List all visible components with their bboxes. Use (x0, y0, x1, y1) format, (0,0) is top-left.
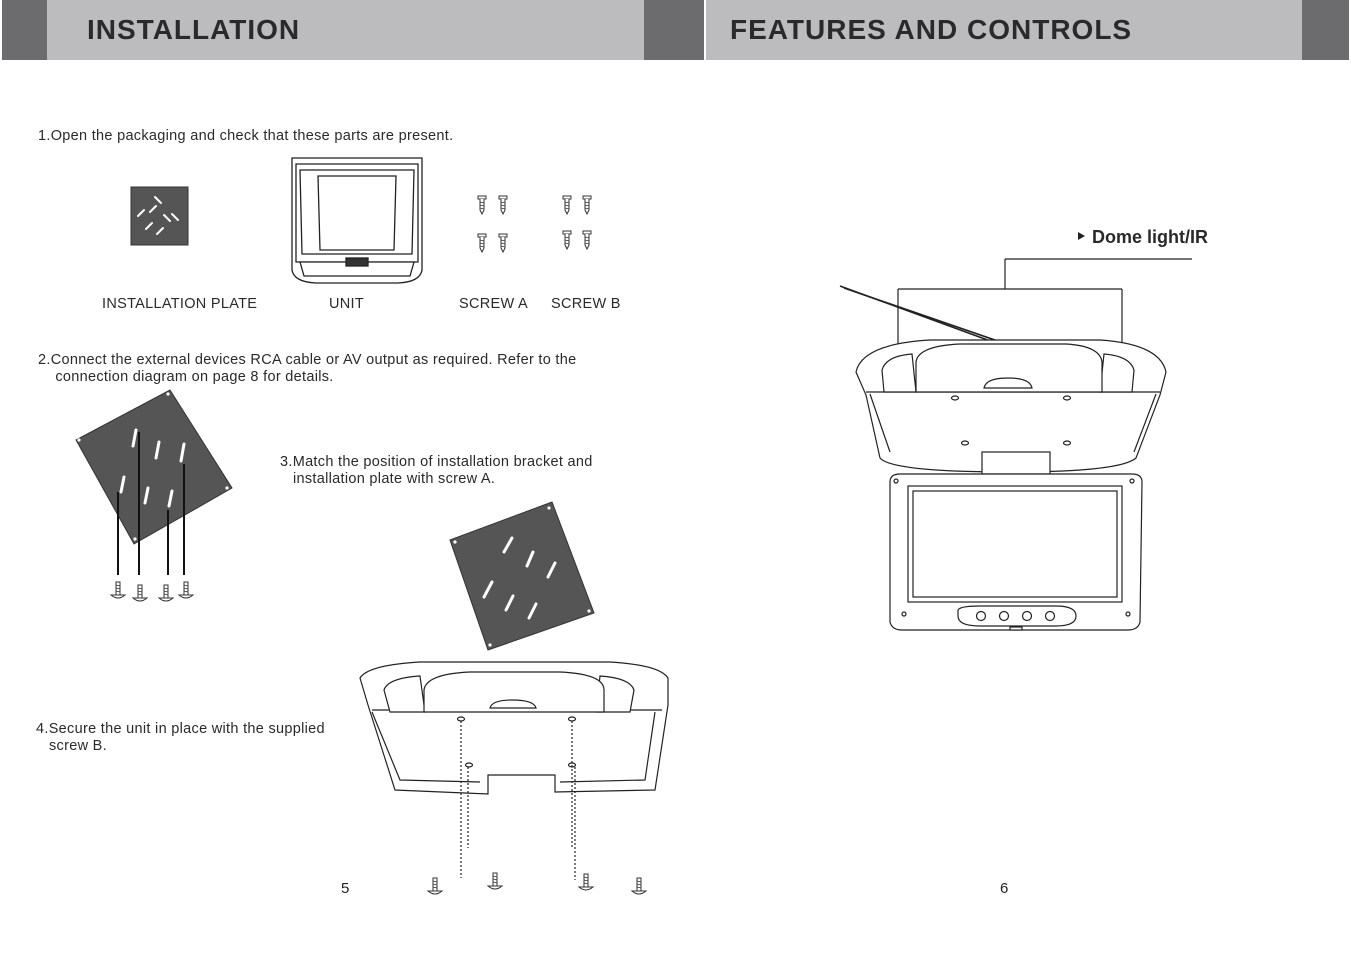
installation-title: INSTALLATION (87, 14, 301, 45)
unit-icon (291, 157, 423, 284)
screw-a-label: SCREW A (459, 296, 528, 312)
right-header-tab (1302, 0, 1349, 60)
dome-light-callout: Dome light/IR (1092, 227, 1208, 247)
screw-b-icons (562, 195, 592, 250)
step3-text: 3.Match the position of installation bra… (280, 454, 593, 487)
installation-plate-icon (130, 186, 189, 246)
unit-label: UNIT (329, 296, 365, 312)
screw-b-label: SCREW B (551, 296, 621, 312)
monitor-unit-drawing (839, 258, 1192, 631)
left-header-tab-right (644, 0, 704, 60)
features-title: FEATURES AND CONTROLS (730, 14, 1133, 45)
screw-a-icons (477, 195, 508, 253)
right-header-bar: FEATURES AND CONTROLS (706, 0, 1349, 60)
step3-plate (449, 501, 595, 651)
step1-text: 1.Open the packaging and check that thes… (38, 128, 454, 144)
left-header-bar: INSTALLATION (2, 0, 704, 60)
page-number-left: 5 (341, 880, 350, 897)
step4-text: 4.Secure the unit in place with the supp… (36, 721, 325, 754)
step2-text: 2.Connect the external devices RCA cable… (38, 352, 577, 385)
step2-plate (75, 389, 233, 602)
step4-unit (359, 661, 669, 880)
left-header-tab (2, 0, 47, 60)
page-number-right: 6 (1000, 880, 1009, 897)
plate-label: INSTALLATION PLATE (102, 296, 258, 312)
callout-arrow-icon (1078, 232, 1085, 240)
